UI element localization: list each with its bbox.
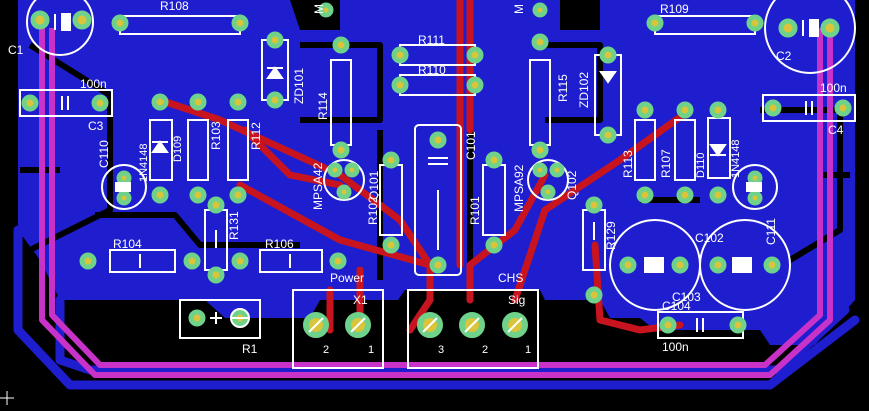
c4-value-label: 100n [820, 81, 847, 95]
c3-label: C3 [88, 119, 104, 133]
c111-label: C111 [764, 218, 778, 245]
r102-label: R102 [366, 196, 380, 225]
origin-crosshair [0, 391, 14, 405]
m-left-label: M [312, 4, 326, 14]
r110-label: R110 [418, 63, 446, 77]
c111-outline [732, 164, 778, 210]
sig-pin-3-label: 3 [438, 344, 445, 356]
c110-outline [101, 164, 147, 210]
r103-outline [187, 119, 209, 181]
r114-label: R114 [316, 92, 330, 120]
sig-pin-1-label: 1 [525, 344, 532, 356]
q101-part-label: MPSA42 [311, 162, 325, 210]
power-pin-1-label: 1 [368, 344, 375, 356]
d110-part-label: 1N4148 [730, 139, 742, 178]
q102-label: Q102 [565, 170, 579, 200]
r104-outline [109, 249, 176, 273]
c4-label: C4 [828, 123, 844, 137]
c2-outline [764, 0, 856, 74]
r111-label: R111 [418, 33, 445, 47]
r104-label: R104 [113, 237, 142, 251]
c102-label: C102 [695, 231, 724, 245]
sig-label: Sig [508, 293, 526, 307]
sig-pin-2-label: 2 [482, 344, 489, 356]
r1-label: R1 [242, 342, 258, 356]
r113-label: R113 [621, 150, 635, 178]
component-marks [54, 13, 819, 332]
c103-label: C103 [672, 290, 701, 304]
r107-label: R107 [659, 149, 673, 178]
r106-label: R106 [265, 237, 294, 251]
c110-label: C110 [97, 140, 111, 168]
r129-label: R129 [604, 221, 618, 250]
c3-value-label: 100n [80, 77, 107, 91]
r103-label: R103 [209, 121, 223, 150]
r131-label: R131 [227, 211, 241, 240]
zd101-label: ZD101 [292, 67, 306, 104]
power-label: Power [330, 271, 365, 285]
q102-part-label: MPSA92 [512, 164, 526, 212]
c101-outline [414, 124, 462, 276]
d110-label: D110 [695, 152, 707, 178]
chs-label: CHS [498, 271, 524, 285]
outline-bus [39, 28, 833, 378]
r108-label: R108 [160, 0, 189, 13]
c101-label: C101 [464, 131, 478, 160]
d109-part-label: 1N4148 [138, 143, 150, 182]
c4-outline [762, 94, 856, 122]
r109-label: R109 [660, 2, 689, 16]
r1-outline [179, 299, 261, 339]
r112-outline [227, 119, 249, 181]
q101-outline [323, 159, 365, 201]
power-pin-2-label: 2 [323, 344, 330, 356]
c104-label: C104 [662, 299, 691, 313]
pads [21, 2, 852, 338]
r107-outline [674, 119, 696, 181]
sig-outline [407, 289, 539, 369]
q102-outline [527, 159, 569, 201]
zd102-label: ZD102 [577, 71, 591, 108]
d109-outline [149, 119, 173, 181]
c104-value-label: 100n [662, 340, 689, 354]
c3-outline [19, 89, 113, 117]
m-right-label: M [512, 4, 526, 14]
c103-outline [699, 219, 791, 311]
x1-power-outline [292, 289, 384, 369]
c1-label: C1 [8, 43, 24, 57]
r115-label: R115 [556, 74, 570, 102]
c1-outline [26, 0, 94, 56]
r106-outline [259, 249, 323, 273]
d109-label: D109 [172, 135, 184, 162]
r113-outline [634, 119, 656, 181]
r112-label: R112 [249, 122, 263, 150]
c2-label: C2 [776, 49, 792, 63]
x1-label: X1 [353, 293, 368, 307]
r101-label: R101 [468, 196, 482, 225]
